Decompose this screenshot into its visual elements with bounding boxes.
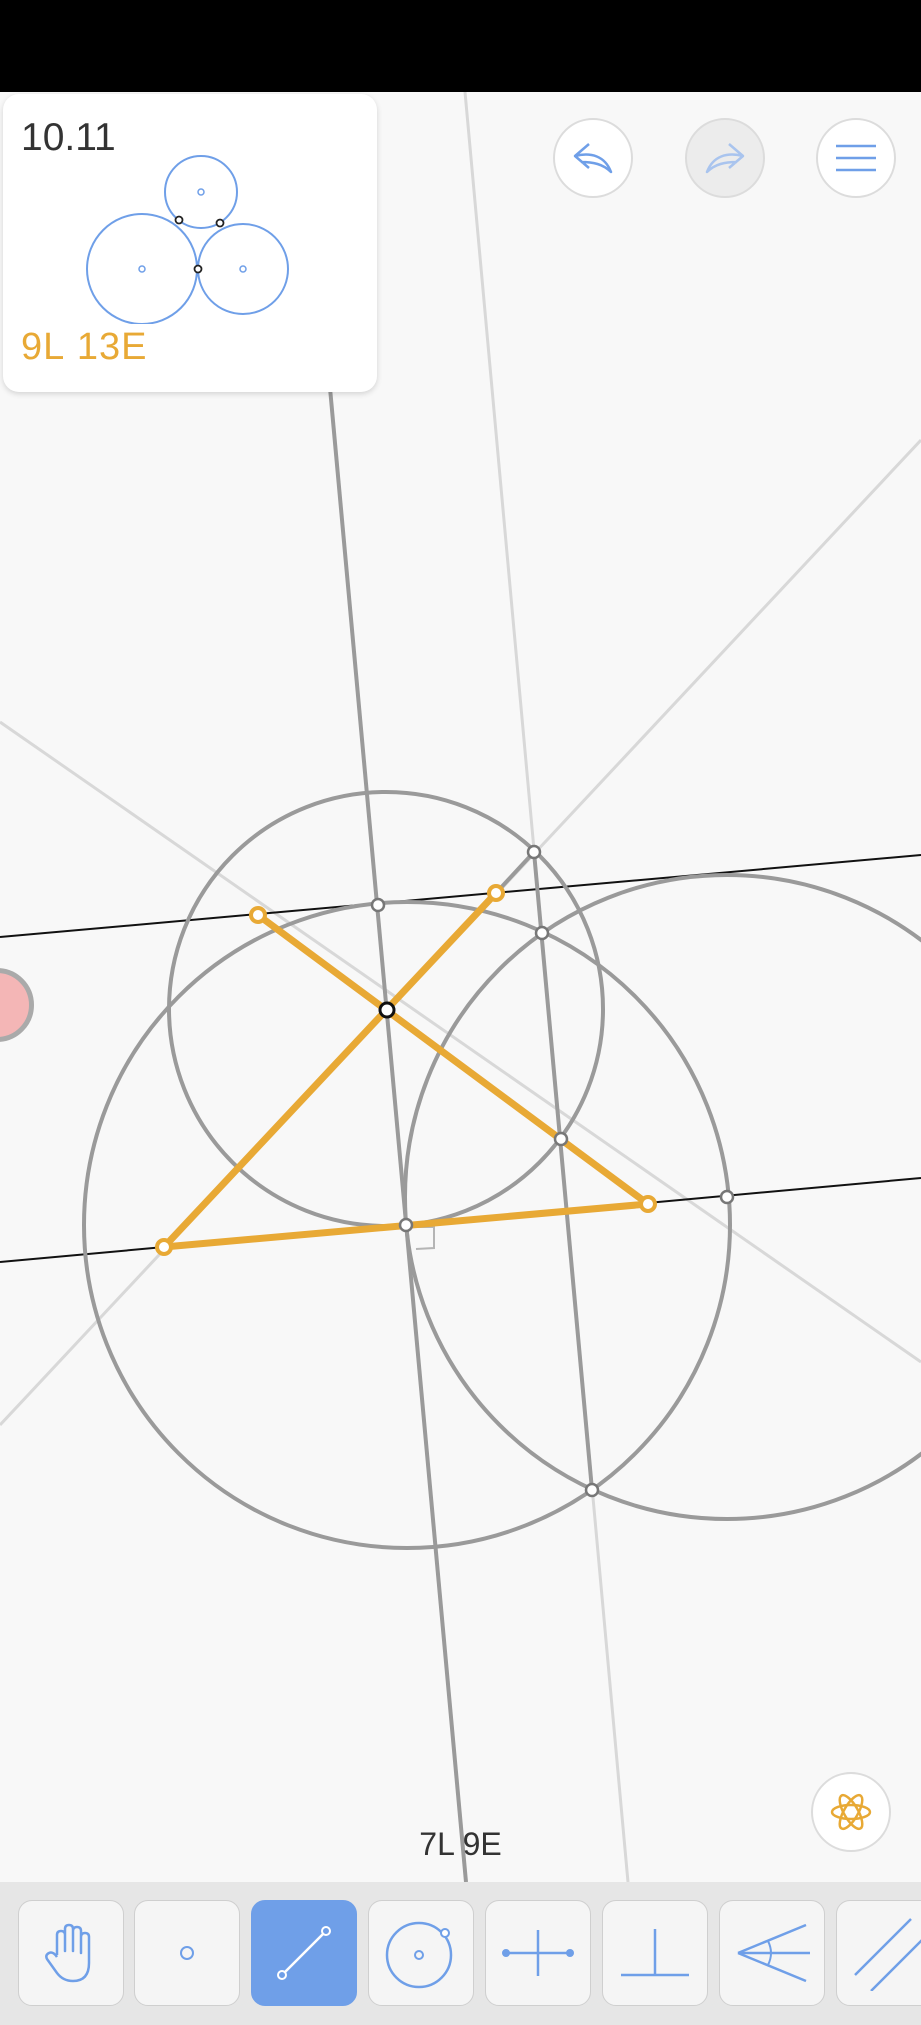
level-number: 10.11 xyxy=(21,116,116,159)
goal-segment-1 xyxy=(255,912,651,1207)
goal-segment-2 xyxy=(161,890,499,1250)
angle-bisector-icon xyxy=(737,1923,810,1983)
undo-button[interactable] xyxy=(553,118,633,198)
atom-icon xyxy=(830,1793,872,1831)
explore-button[interactable] xyxy=(811,1772,891,1852)
level-goal: 9L 13E xyxy=(21,326,147,369)
intersection-point[interactable] xyxy=(719,1189,735,1205)
tool-perpendicular[interactable] xyxy=(602,1900,708,2006)
hamburger-menu-icon xyxy=(836,144,876,172)
goal-euclid: 13E xyxy=(76,326,148,368)
tool-parallel[interactable] xyxy=(836,1900,921,2006)
gray-line-right xyxy=(532,851,594,1491)
intersection-point[interactable] xyxy=(534,925,550,941)
circle-icon xyxy=(385,1921,453,1989)
intersection-point[interactable] xyxy=(584,1482,600,1498)
gray-line-short xyxy=(494,850,536,895)
intersection-point[interactable] xyxy=(378,1001,396,1019)
level-card[interactable]: 10.11 9L 13E xyxy=(3,94,377,392)
goal-point[interactable] xyxy=(487,884,505,902)
redo-arrow-icon xyxy=(705,143,745,174)
intersection-point[interactable] xyxy=(526,844,542,860)
counter-euclid: 9E xyxy=(462,1826,502,1862)
tool-move[interactable] xyxy=(18,1900,124,2006)
tool-bar xyxy=(0,1882,921,2025)
perpendicular-icon xyxy=(621,1929,689,1977)
tool-line[interactable] xyxy=(251,1900,357,2006)
move-counter: 7L 9E xyxy=(0,1826,921,1863)
tool-perpendicular-bisector[interactable] xyxy=(485,1900,591,2006)
tool-angle-bisector[interactable] xyxy=(719,1900,825,2006)
goal-lines: 9L xyxy=(21,326,66,368)
point-icon xyxy=(180,1946,194,1960)
gray-circle-right xyxy=(403,873,921,1521)
counter-lines: 7L xyxy=(419,1826,454,1862)
level-preview-icon xyxy=(86,155,289,324)
intersection-point[interactable] xyxy=(370,897,386,913)
line-icon xyxy=(277,1926,331,1980)
hand-icon xyxy=(45,1923,91,1983)
menu-button[interactable] xyxy=(816,118,896,198)
tool-point[interactable] xyxy=(134,1900,240,2006)
intersection-point[interactable] xyxy=(398,1217,414,1233)
redo-button[interactable] xyxy=(685,118,765,198)
right-angle-mark xyxy=(413,1226,435,1250)
goal-point[interactable] xyxy=(249,906,267,924)
intersection-point[interactable] xyxy=(553,1131,569,1147)
tool-circle[interactable] xyxy=(368,1900,474,2006)
undo-arrow-icon xyxy=(573,143,613,174)
gray-line-left xyxy=(328,387,468,1882)
goal-point[interactable] xyxy=(155,1238,173,1256)
goal-point[interactable] xyxy=(639,1195,657,1213)
perpendicular-bisector-icon xyxy=(502,1930,574,1976)
gray-circle-large xyxy=(82,900,732,1550)
construction-canvas[interactable] xyxy=(0,92,921,1882)
black-line-upper xyxy=(0,854,921,938)
status-bar xyxy=(0,0,921,92)
faint-line-left-diagonal xyxy=(0,720,921,1364)
parallel-icon xyxy=(854,1918,921,1991)
